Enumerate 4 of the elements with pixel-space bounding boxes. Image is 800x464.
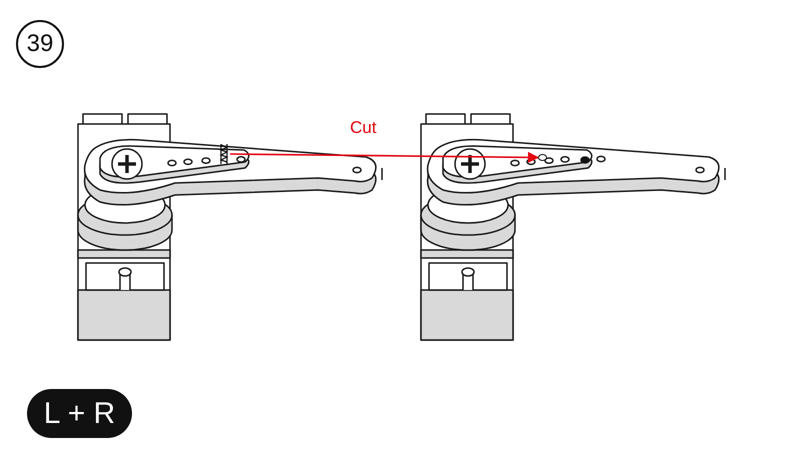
side-badge: L + R — [27, 389, 132, 438]
arrow — [230, 152, 540, 163]
cut-mark — [218, 143, 230, 165]
step-number: 39 — [16, 20, 64, 68]
